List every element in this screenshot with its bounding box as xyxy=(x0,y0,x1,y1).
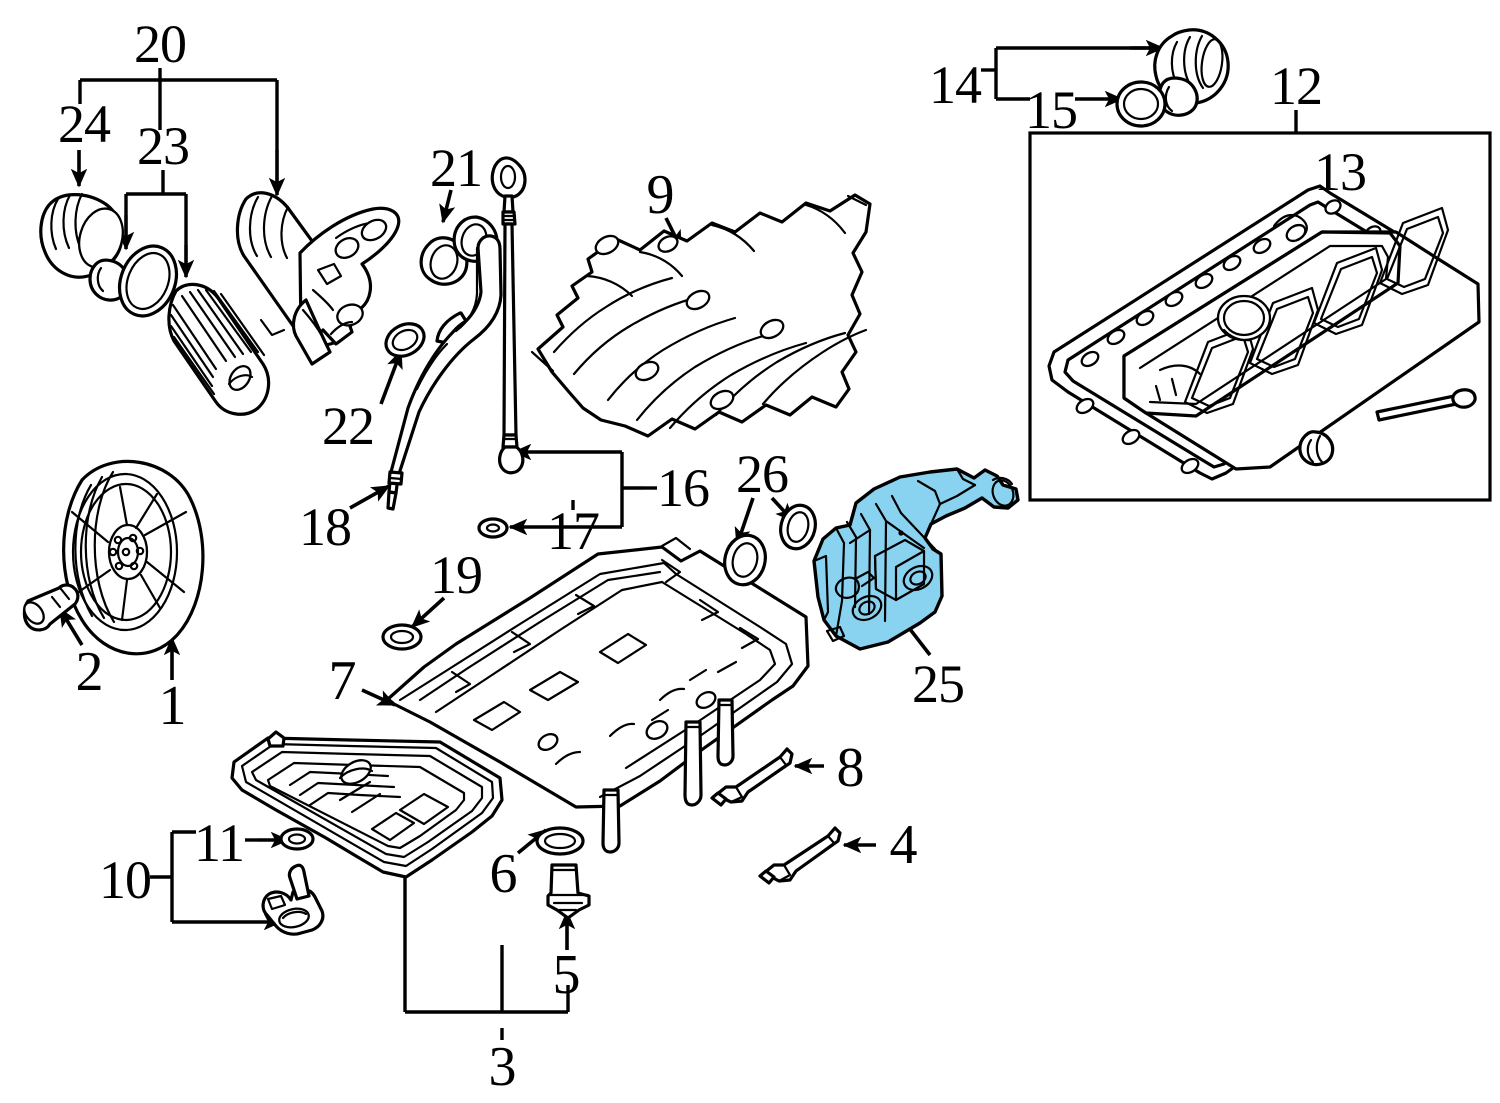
callout-label-24: 24 xyxy=(58,94,111,154)
callout-label-11: 11 xyxy=(194,813,245,873)
callout-label-20: 20 xyxy=(134,14,187,74)
leader-21 xyxy=(439,189,456,224)
callout-label-2: 2 xyxy=(75,641,104,703)
part-5-oil-drain-plug xyxy=(546,863,591,920)
part-15-filler-cap-seal xyxy=(1115,80,1167,128)
callout-label-7: 7 xyxy=(328,650,357,712)
callout-label-23: 23 xyxy=(137,116,190,176)
callout-label-1: 1 xyxy=(158,675,187,737)
leader-19 xyxy=(410,596,446,629)
part-12-valve-cover xyxy=(1122,206,1481,471)
callout-label-19: 19 xyxy=(430,545,483,605)
valve-cover-cam-windows xyxy=(1183,206,1450,415)
leader-10-11 xyxy=(150,830,290,931)
part-26-oil-cooler-o-rings xyxy=(723,503,817,587)
leader-18 xyxy=(349,484,391,510)
part-1-crankshaft-pulley xyxy=(62,459,205,656)
part-7-upper-oil-pan xyxy=(386,536,810,854)
callout-label-9: 9 xyxy=(646,164,675,226)
callout-label-13: 13 xyxy=(1314,142,1367,202)
part-20-oil-filter-housing xyxy=(235,191,401,366)
part-8-sealant-tube xyxy=(710,747,794,807)
callout-label-22: 22 xyxy=(322,396,375,456)
callout-label-14: 14 xyxy=(929,55,982,115)
part-22-o-ring xyxy=(384,322,426,358)
leader-20 xyxy=(78,68,286,197)
callout-label-10: 10 xyxy=(99,850,152,910)
callout-label-5: 5 xyxy=(552,944,581,1006)
part-25-engine-oil-cooler xyxy=(812,467,1020,651)
callout-label-17: 17 xyxy=(547,501,600,561)
leader-16-17 xyxy=(508,443,657,536)
leader-23 xyxy=(117,170,195,279)
callout-label-25: 25 xyxy=(912,654,965,714)
part-18-dipstick-tube xyxy=(386,234,503,511)
part-4-sealant-tube xyxy=(758,826,842,885)
callout-label-18: 18 xyxy=(299,497,352,557)
part-6-drain-plug-seal xyxy=(535,826,585,856)
part-24-oil-filter-cap xyxy=(39,192,131,302)
callout-label-6: 6 xyxy=(489,843,518,905)
part-2-pulley-bolt xyxy=(22,583,80,632)
part-9-windage-tray xyxy=(530,193,872,438)
callout-label-12: 12 xyxy=(1270,56,1323,116)
part-3-lower-oil-pan xyxy=(230,730,504,879)
part-16-dipstick xyxy=(490,156,527,475)
callout-label-26: 26 xyxy=(736,444,789,504)
part-11-sensor-o-ring xyxy=(279,827,315,851)
callout-label-21: 21 xyxy=(430,138,483,198)
part-17-dipstick-o-ring xyxy=(477,517,509,539)
callout-label-3: 3 xyxy=(488,1036,517,1098)
callout-label-16: 16 xyxy=(657,458,710,518)
callout-label-4: 4 xyxy=(889,814,918,876)
part-10-oil-level-sensor xyxy=(261,863,325,936)
part-23-oil-filter-element xyxy=(167,282,271,416)
callout-label-8: 8 xyxy=(836,737,865,799)
part-23-filter-o-ring xyxy=(117,244,179,318)
valve-cover-group-box xyxy=(1028,131,1492,502)
callout-label-15: 15 xyxy=(1025,80,1078,140)
leader-22 xyxy=(379,349,403,405)
leader-7 xyxy=(361,688,397,707)
part-19-oil-pan-o-ring xyxy=(381,623,423,651)
